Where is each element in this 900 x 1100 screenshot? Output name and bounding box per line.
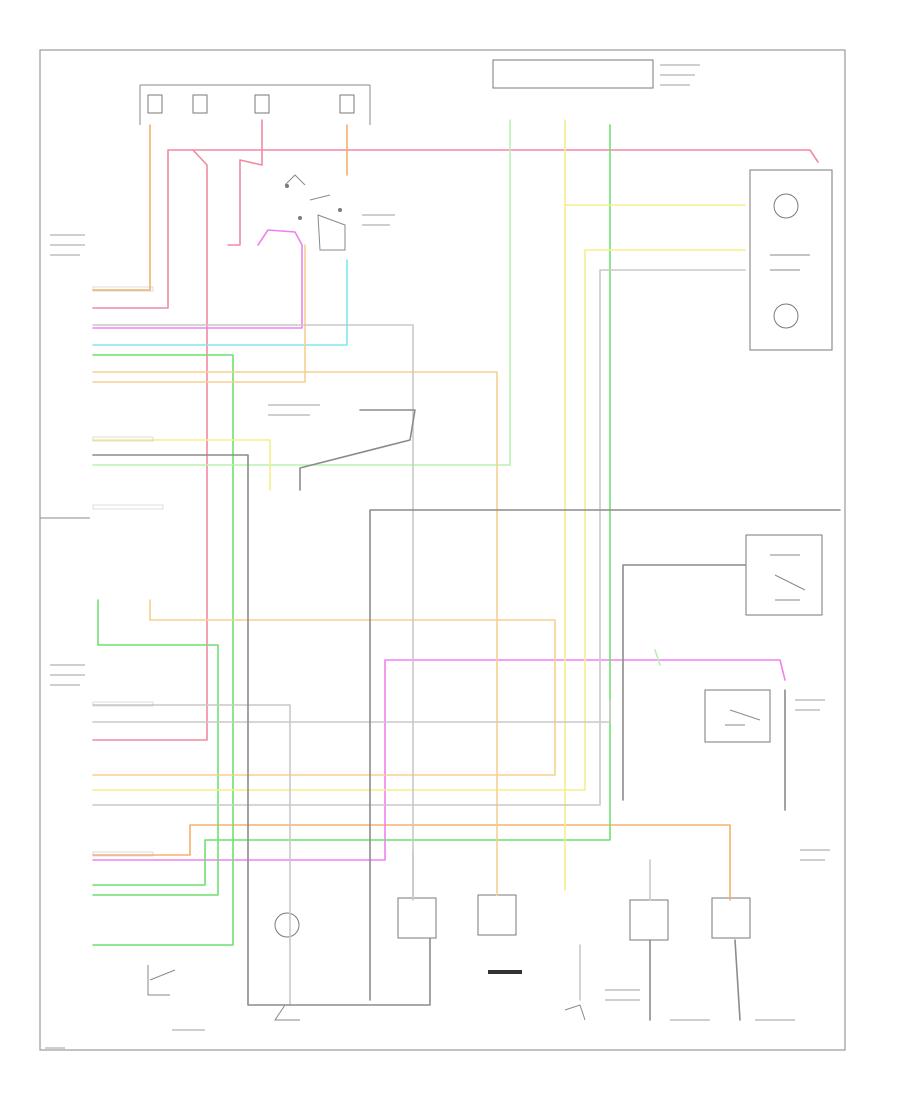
wire-gray-9 — [649, 689, 786, 1021]
fuse-1 — [147, 94, 163, 114]
relay-box-right — [745, 534, 823, 616]
wire-pink-switch — [227, 119, 263, 246]
label-placeholders — [45, 64, 830, 1049]
wire-gray-7 — [299, 409, 416, 491]
fuse-4 — [339, 94, 355, 114]
wire-gray-2 — [92, 269, 746, 806]
sensor-box-3 — [629, 899, 669, 941]
wire-gray-10 — [412, 849, 651, 1001]
wire-yellow-2 — [92, 249, 746, 791]
gauge-circle — [274, 912, 300, 938]
wire-yellow-1 — [92, 439, 271, 491]
sensor-box-1 — [397, 897, 437, 939]
wire-green-main — [92, 354, 234, 946]
top-module — [492, 59, 654, 89]
diagram-border — [39, 49, 846, 1051]
wire-pink-drop — [92, 149, 208, 741]
wire-green-bottom — [92, 124, 611, 886]
sensor-box-4 — [711, 897, 751, 939]
wire-orange-left — [92, 124, 151, 291]
wire-gray-5 — [369, 509, 841, 1001]
wire-pink-main — [92, 149, 819, 309]
wire-cyan — [92, 259, 348, 346]
fuse-3 — [254, 94, 270, 114]
wire-gray-3 — [92, 704, 291, 1006]
sensor-circle-top — [773, 193, 799, 219]
wire-gray-8 — [622, 564, 746, 801]
fuse-block — [139, 84, 371, 125]
sensor-box-2 — [477, 894, 517, 936]
wire-lightorange-1 — [92, 371, 498, 896]
wire-lightgreen-2 — [654, 649, 661, 666]
fuse-2 — [192, 94, 208, 114]
wire-lightorange-2 — [92, 599, 556, 776]
wire-lightgreen — [92, 119, 511, 466]
wire-magenta-switch — [92, 229, 303, 329]
switch-cluster — [284, 174, 346, 251]
ground-bottom-center — [274, 1004, 300, 1021]
sensor-circle-bottom — [773, 303, 799, 329]
wire-orange-bottom — [92, 824, 731, 901]
wire-magenta-long — [92, 659, 786, 861]
wire-gray-6 — [92, 454, 431, 1006]
wire-green-lower — [92, 599, 219, 896]
switch-bottom-left — [147, 965, 176, 996]
wire-lightorange-3 — [92, 244, 306, 383]
connector-pin-labels — [92, 286, 164, 857]
wire-gray-4 — [92, 699, 611, 723]
switch-bottom-right — [564, 1004, 586, 1021]
relay-box-mid — [704, 689, 771, 743]
wire-gray-1 — [92, 324, 414, 901]
